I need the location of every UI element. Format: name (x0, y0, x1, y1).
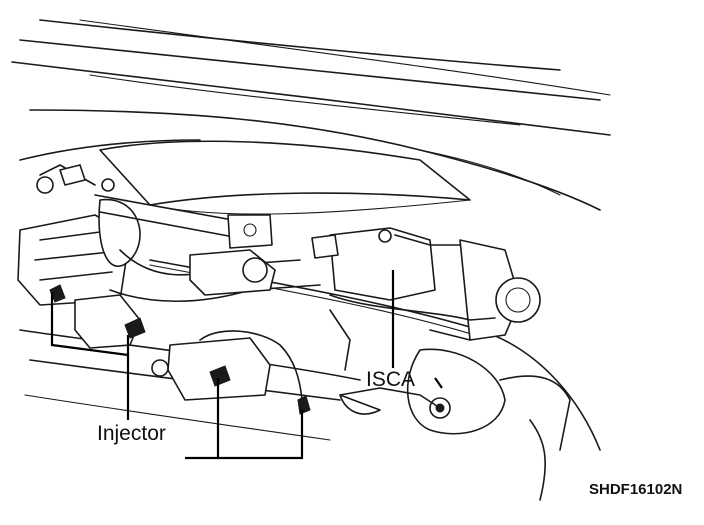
isca-callout (391, 270, 443, 389)
hood-lines (11, 19, 611, 211)
isca-label: ISCA (366, 368, 416, 391)
center-sensor (189, 214, 276, 296)
fuel-rail-assembly (17, 164, 321, 306)
figure-code: SHDF16102N (589, 481, 683, 498)
injector-label: Injector (97, 422, 166, 445)
lower-engine (19, 284, 361, 441)
isca-actuator (311, 227, 541, 341)
intake-plenum (99, 140, 471, 215)
injector-callout (50, 292, 304, 460)
throttle-body (339, 348, 571, 501)
